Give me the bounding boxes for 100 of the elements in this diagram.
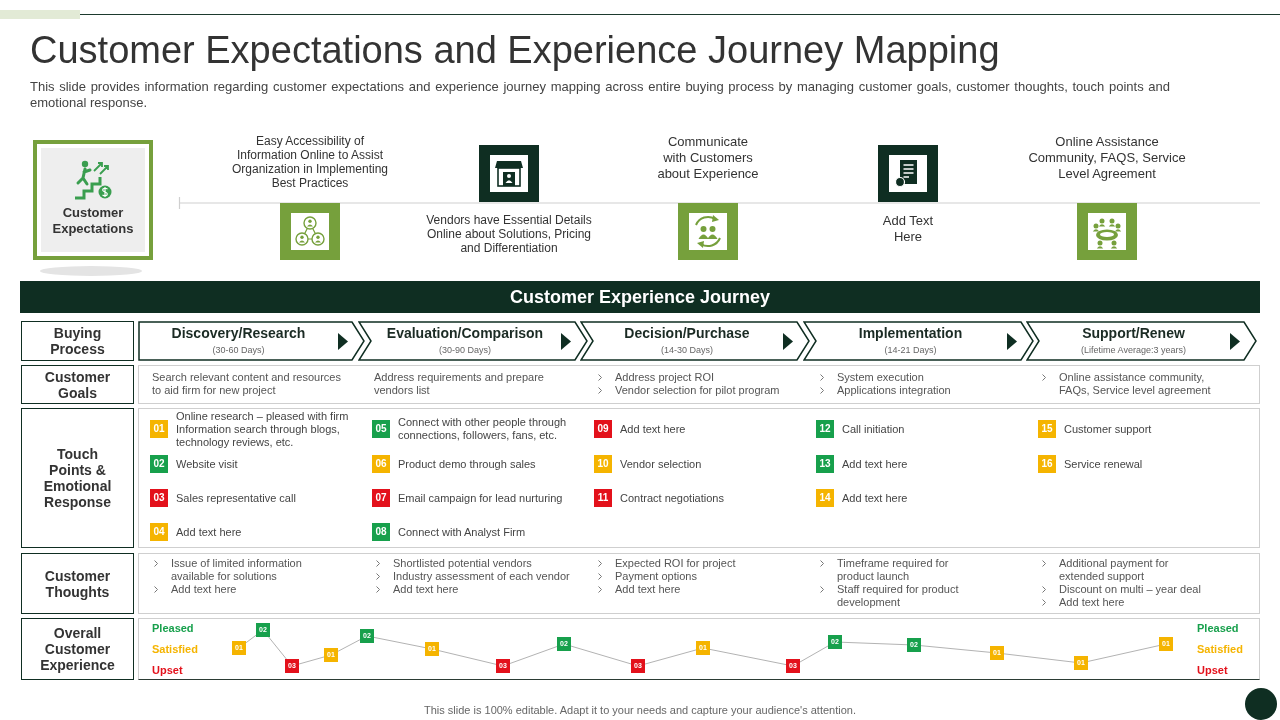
connector-line [920, 645, 991, 653]
stage-duration: (30-90 Days) [438, 345, 492, 356]
connector-line [1087, 645, 1160, 662]
stage-title: Evaluation/Comparison [385, 325, 545, 342]
thought-text: Add text here [393, 583, 459, 596]
row-header: Overall Customer Experience [21, 618, 134, 680]
row-header: Touch Points & Emotional Response [21, 408, 134, 548]
goal-text: Applications integration [837, 384, 951, 397]
number-badge: 15 [1038, 420, 1056, 438]
touchpoint-text: Service renewal [1064, 457, 1143, 471]
connector-line [570, 645, 632, 665]
thought-text: Shortlisted potential vendors [393, 557, 532, 570]
footer-note: This slide is 100% editable. Adapt it to your needs and capture your audience's attention. [424, 703, 856, 717]
connector-line [1003, 653, 1075, 663]
connector-line [841, 641, 908, 646]
touchpoint-text: Call initiation [842, 422, 905, 436]
rating-level-label: Pleased [1197, 621, 1239, 635]
connector-line [509, 646, 558, 664]
number-badge: 11 [594, 489, 612, 507]
goal-text: Search relevant content and resources to aid firm for new project [152, 371, 342, 397]
touchpoint-text: Online research – pleased with firm Information search through blogs, technology reviews, etc. [176, 409, 350, 449]
number-badge: 10 [594, 455, 612, 473]
thoughts-panel [138, 553, 1260, 614]
thought-text: Additional payment for extended support [1059, 557, 1170, 583]
number-badge: 01 [150, 420, 168, 438]
thought-text: Expected ROI for project [615, 557, 736, 570]
number-badge: 09 [594, 420, 612, 438]
category-card [33, 140, 153, 260]
goal-text: Vendor selection for pilot program [615, 384, 780, 397]
touchpoint-text: Connect with Analyst Firm [398, 525, 526, 539]
rating-level-label: Upset [152, 663, 183, 677]
touchpoint-text: Customer support [1064, 422, 1152, 436]
touchpoint-text: Website visit [176, 457, 238, 471]
stage-title: Decision/Purchase [623, 325, 751, 342]
thought-text: Discount on multi – year deal [1059, 583, 1201, 596]
touchpoint-text: Contract negotiations [620, 491, 724, 505]
connector-line [373, 636, 426, 649]
connector-line [799, 645, 829, 663]
stage-title: Discovery/Research [170, 325, 307, 342]
thought-text: Issue of limited information available for solutions [171, 557, 303, 583]
number-badge: 14 [816, 489, 834, 507]
thought-text: Add text here [1059, 596, 1125, 609]
number-badge: 05 [372, 420, 390, 438]
number-badge: 03 [150, 489, 168, 507]
touchpoint-text: Add text here [842, 491, 908, 505]
touchpoint-text: Vendor selection [620, 457, 702, 471]
goal-text: Address project ROI [615, 371, 715, 384]
row-header: Buying Process [21, 321, 134, 361]
number-badge: 06 [372, 455, 390, 473]
goals-panel [138, 365, 1260, 404]
stage-title: Implementation [857, 325, 964, 342]
connector-line [298, 656, 325, 665]
stage-duration: (14-30 Days) [660, 345, 714, 356]
rating-level-label: Satisfied [152, 642, 198, 656]
touchpoint-text: Product demo through sales [398, 457, 536, 471]
touchpoint-text: Add text here [176, 525, 242, 539]
number-badge: 02 [150, 455, 168, 473]
number-badge: 04 [150, 523, 168, 541]
touchpoint-text: Connect with other people through connections, followers, fans, etc. [398, 416, 568, 442]
goal-text: Address requirements and prepare vendors list [374, 371, 545, 397]
touchpoints-panel [138, 408, 1260, 548]
rating-level-label: Upset [1197, 663, 1228, 677]
stage-caption: Easy Accessibility of Information Online to Assist Organization in Implementing Best Practices [230, 134, 390, 190]
card-title: Customer Expectations [51, 205, 135, 237]
thought-text: Industry assessment of each vendor [393, 570, 570, 583]
thought-text: Add text here [171, 583, 237, 596]
thought-text: Add text here [615, 583, 681, 596]
number-badge: 12 [816, 420, 834, 438]
experience-panel [138, 618, 1260, 680]
number-badge: 13 [816, 455, 834, 473]
number-badge: 16 [1038, 455, 1056, 473]
touchpoint-text: Sales representative call [176, 491, 296, 505]
goal-text: System execution [837, 371, 924, 384]
touchpoint-text: Add text here [620, 422, 686, 436]
section-banner: Customer Experience Journey [20, 281, 1260, 313]
slide-title: Customer Expectations and Experience Journey Mapping [30, 28, 1000, 72]
stage-caption: Vendors have Essential Details Online about Solutions, Pricing and Differentiation [425, 213, 593, 255]
stage-caption: Communicate with Customers about Experience [656, 134, 760, 182]
number-badge: 08 [372, 523, 390, 541]
thought-text: Payment options [615, 570, 697, 583]
touchpoint-text: Add text here [842, 457, 908, 471]
rating-level-label: Pleased [152, 621, 194, 635]
stage-duration: (Lifetime Average:3 years) [1080, 345, 1187, 356]
stage-duration: (30-60 Days) [211, 345, 266, 356]
description-text: This slide provides information regarding customer expectations and experience journey mapping across entire buying process by managing customer goals, customer thoughts, touch points and emotional response. [30, 79, 1170, 111]
connector-line [644, 649, 697, 665]
goal-text: Online assistance community, FAQs, Service level agreement [1059, 371, 1212, 397]
connector-line [245, 634, 257, 644]
stage-caption: Online Assistance Community, FAQS, Service Level Agreement [1027, 134, 1187, 182]
thought-text: Staff required for product development [837, 583, 960, 609]
stage-caption: Add Text Here [881, 213, 935, 245]
thought-text: Timeframe required for product launch [837, 557, 950, 583]
connector-line [337, 639, 361, 652]
connector-line [438, 650, 497, 665]
stage-title: Support/Renew [1081, 325, 1186, 342]
touchpoint-text: Email campaign for lead nurturing [398, 491, 563, 505]
connector-line [709, 648, 787, 666]
row-header: Customer Thoughts [21, 553, 134, 614]
stage-duration: (14-21 Days) [883, 345, 938, 356]
rating-level-label: Satisfied [1197, 642, 1243, 656]
